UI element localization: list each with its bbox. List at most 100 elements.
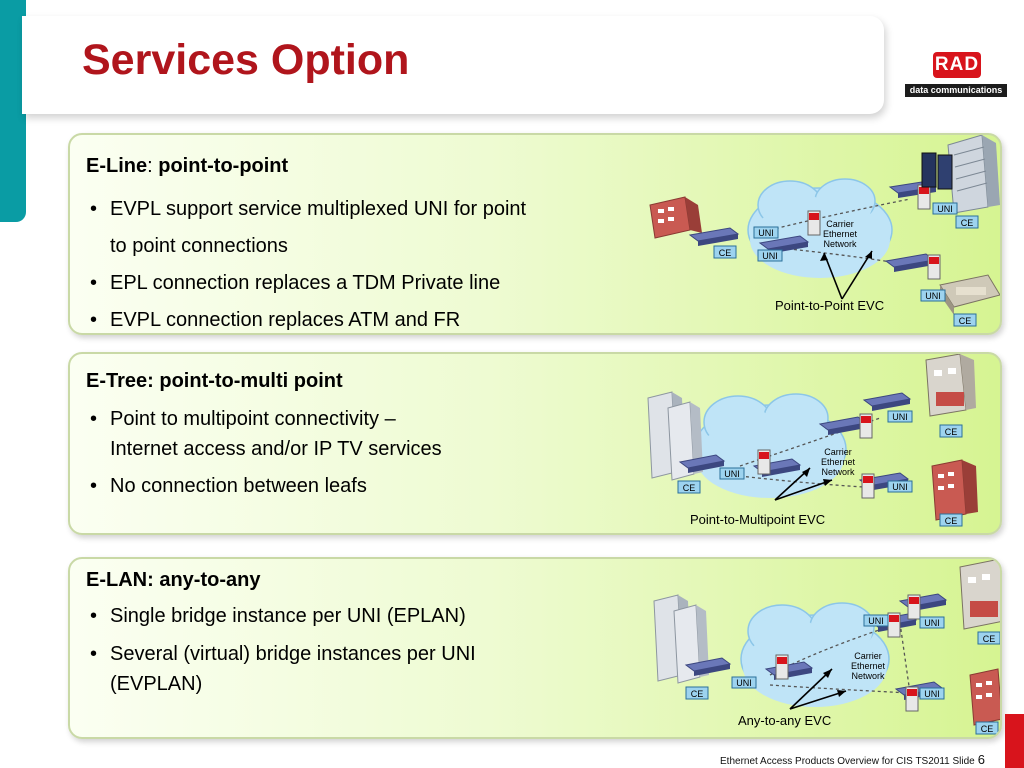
- uni-label: UNI: [887, 410, 913, 423]
- uni-label: UNI: [757, 249, 783, 262]
- elan-bullet-2: Several (virtual) bridge instances per U…: [86, 639, 476, 669]
- cloud-label-2: Ethernet: [851, 661, 886, 671]
- ce-label-text: CE: [945, 516, 958, 526]
- footer-text: Ethernet Access Products Overview for CI…: [720, 756, 975, 767]
- cloud-label-1: Carrier: [824, 447, 852, 457]
- uni-label-text: UNI: [925, 291, 941, 301]
- ce-label: CE: [955, 215, 979, 229]
- uni-label: UNI: [887, 480, 913, 493]
- ce-label: CE: [975, 721, 999, 735]
- uni-label: UNI: [932, 202, 958, 215]
- elan-bullet-2-continued: (EVPLAN): [110, 673, 203, 695]
- server-rack-icon: [921, 152, 953, 190]
- building-icon: [931, 459, 978, 521]
- ce-label: CE: [939, 513, 963, 527]
- cloud-label-3: Network: [821, 467, 855, 477]
- ce-label-text: CE: [959, 316, 972, 326]
- elan-bullet-list: Single bridge instance per UNI (EPLAN) S…: [86, 601, 476, 699]
- etree-bullet-1: Point to multipoint connectivity –: [86, 404, 442, 434]
- etree-bullet-list: Point to multipoint connectivity – Inter…: [86, 404, 442, 501]
- elan-diagram: Carrier Ethernet Network Any-to-any EVC: [653, 559, 1000, 735]
- etree-heading-text: E-Tree: point-to-multi point: [86, 370, 343, 392]
- etree-bullet-2: No connection between leafs: [86, 471, 442, 501]
- mcf-device-icon: [757, 449, 771, 475]
- mcf-device-icon: [775, 654, 789, 680]
- eline-bullet-1-continued: to point connections: [110, 235, 288, 257]
- ce-label-text: CE: [691, 689, 704, 699]
- cloud-icon: [740, 602, 890, 707]
- ce-label: CE: [677, 480, 701, 494]
- slide-footer: Ethernet Access Products Overview for CI…: [720, 752, 985, 767]
- eline-heading-separator: :: [147, 155, 159, 177]
- mcf-device-icon: [807, 210, 821, 236]
- ce-label-text: CE: [961, 218, 974, 228]
- mcf-device-icon: [861, 473, 875, 499]
- uni-label-text: UNI: [924, 689, 940, 699]
- eline-bullet-3: EVPL connection replaces ATM and FR: [86, 302, 526, 333]
- ce-label: CE: [713, 245, 737, 259]
- elan-heading: E-LAN: any-to-any: [86, 569, 260, 592]
- cloud-label-3: Network: [823, 239, 857, 249]
- slide-number: 6: [977, 752, 985, 767]
- building-icon: [969, 668, 1000, 726]
- uni-label: UNI: [863, 614, 889, 627]
- elan-panel: E-LAN: any-to-any Single bridge instance…: [68, 557, 1002, 739]
- building-icon: [925, 354, 976, 417]
- building-icon: [959, 559, 1000, 630]
- mcf-device-icon: [905, 686, 919, 712]
- etree-bullet-1-continued: Internet access and/or IP TV services: [110, 438, 442, 460]
- eline-heading-type: point-to-point: [158, 155, 289, 177]
- ce-label-text: CE: [983, 634, 996, 644]
- rad-logo: RAD data communications: [905, 52, 1007, 98]
- etree-heading: E-Tree: point-to-multi point: [86, 370, 343, 393]
- ce-label: CE: [977, 631, 1000, 645]
- uni-label: UNI: [719, 467, 745, 480]
- page-title: Services Option: [82, 36, 410, 84]
- switch-icon: [684, 657, 732, 676]
- ce-label-text: CE: [981, 724, 994, 734]
- mcf-device-icon: [887, 612, 901, 638]
- mcf-device-icon: [917, 184, 931, 210]
- ce-label: CE: [953, 313, 977, 327]
- ce-label-text: CE: [683, 483, 696, 493]
- mcf-device-icon: [859, 413, 873, 439]
- etree-diagram: Carrier Ethernet Network Point-to-Multip…: [647, 354, 978, 527]
- switch-icon: [678, 454, 726, 473]
- ce-label: CE: [685, 686, 709, 700]
- elan-heading-text: E-LAN: any-to-any: [86, 569, 261, 591]
- uni-label: UNI: [919, 616, 945, 629]
- ce-label-text: CE: [945, 427, 958, 437]
- eline-heading: E-Line: point-to-point: [86, 155, 288, 178]
- uni-label-text: UNI: [758, 228, 774, 238]
- building-icon: [947, 135, 1000, 214]
- building-icon: [649, 196, 702, 239]
- uni-label-text: UNI: [892, 412, 908, 422]
- eline-diagram: Carrier Ethernet Network Point-to-Point …: [649, 135, 1000, 327]
- eline-bullet-2: EPL connection replaces a TDM Private li…: [86, 265, 526, 302]
- logo-tagline: data communications: [905, 84, 1007, 97]
- building-icon: [939, 274, 1000, 315]
- cloud-label-2: Ethernet: [821, 457, 856, 467]
- red-corner-accent: [1005, 714, 1024, 768]
- teal-accent-tab: [0, 0, 26, 222]
- mcf-device-icon: [907, 594, 921, 620]
- eline-bullet-1: EVPL support service multiplexed UNI for…: [86, 191, 526, 228]
- eline-panel: E-Line: point-to-point EVPL support serv…: [68, 133, 1002, 335]
- cloud-label-3: Network: [851, 671, 885, 681]
- cloud-label-1: Carrier: [826, 219, 854, 229]
- switch-icon: [862, 392, 912, 411]
- evc-label: Point-to-Point EVC: [775, 298, 884, 313]
- uni-label: UNI: [753, 226, 779, 239]
- logo-brand: RAD: [933, 52, 981, 78]
- uni-label-text: UNI: [937, 204, 953, 214]
- uni-label-text: UNI: [762, 251, 778, 261]
- uni-label-text: UNI: [924, 618, 940, 628]
- uni-label-text: UNI: [868, 616, 884, 626]
- evc-label: Point-to-Multipoint EVC: [690, 512, 825, 527]
- mcf-device-icon: [927, 254, 941, 280]
- cloud-label-1: Carrier: [854, 651, 882, 661]
- uni-label-text: UNI: [736, 678, 752, 688]
- uni-label-text: UNI: [724, 469, 740, 479]
- switch-icon: [688, 227, 740, 246]
- title-bar: [22, 16, 884, 114]
